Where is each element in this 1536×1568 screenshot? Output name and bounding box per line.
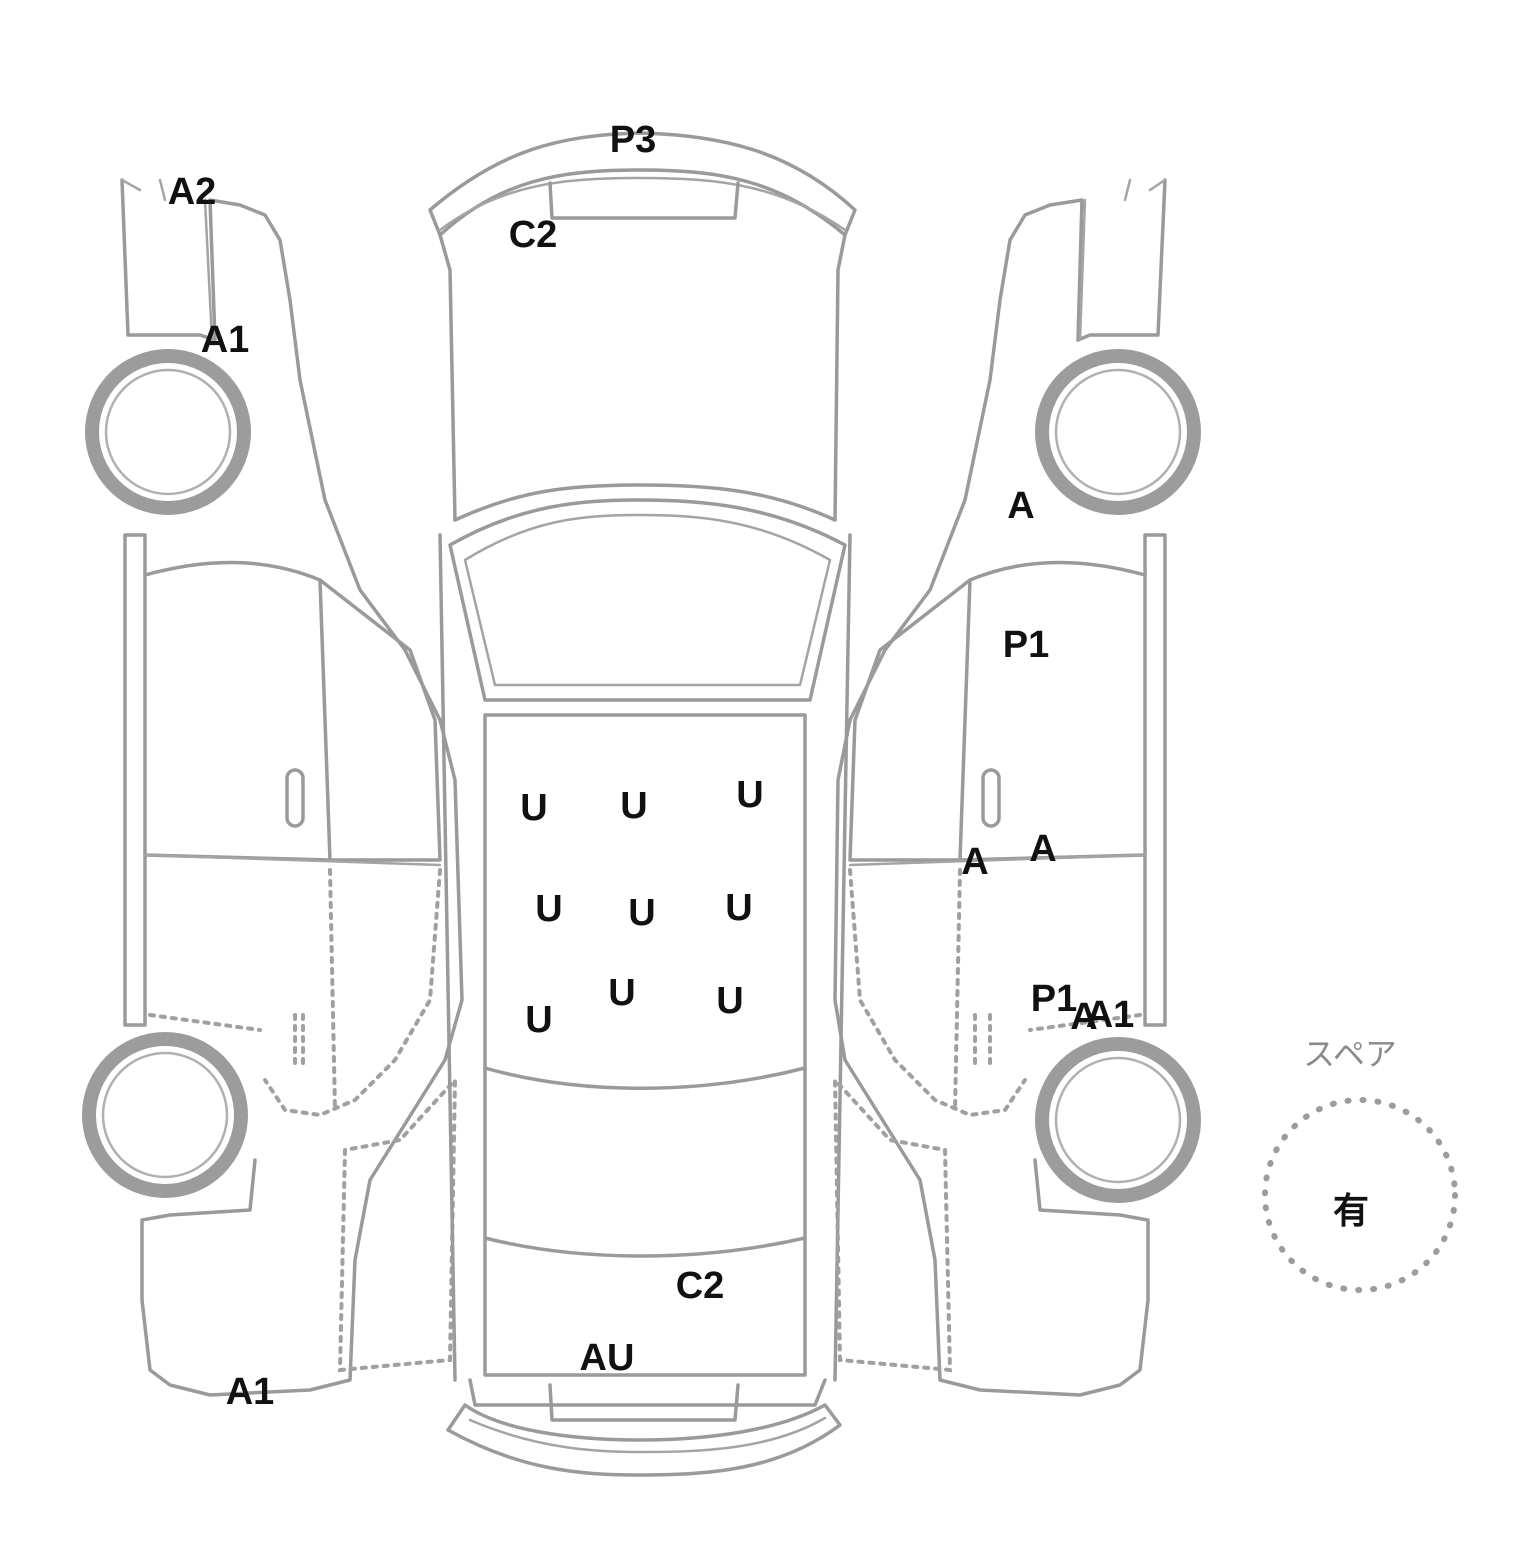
mark-front-bumper: P3 — [609, 119, 657, 161]
spare-tire-ring — [1262, 1097, 1458, 1293]
mark-left-front-corner: A2 — [167, 171, 217, 213]
mark-right-front-door: P1 — [1002, 624, 1050, 666]
mark-roof-2: U — [620, 785, 648, 827]
right-side-view — [832, 178, 1201, 1397]
mark-trunk: C2 — [675, 1265, 725, 1307]
mark-front-grille: C2 — [508, 214, 558, 256]
mark-rear-bumper: AU — [579, 1337, 635, 1379]
mark-right-rear-door: P1 — [1030, 978, 1078, 1020]
mark-roof-4: U — [535, 888, 563, 930]
mark-left-front-fender: A1 — [200, 319, 250, 361]
mark-roof-9: U — [525, 999, 553, 1041]
spare-label: スペア — [1303, 1036, 1397, 1072]
mark-right-rear-a: A — [1070, 996, 1098, 1038]
left-side-view — [82, 178, 464, 1397]
mark-right-front-door-low-2: A — [1029, 828, 1057, 870]
mark-roof-1: U — [520, 787, 548, 829]
mark-right-rear-a1: A1 — [1085, 994, 1135, 1036]
mark-roof-3: U — [736, 774, 764, 816]
mark-roof-7: U — [608, 972, 636, 1014]
mark-roof-6: U — [725, 887, 753, 929]
mark-right-front-fender: A — [1007, 485, 1035, 527]
mark-roof-5: U — [628, 892, 656, 934]
mark-roof-8: U — [716, 980, 744, 1022]
spare-value: 有 — [1332, 1190, 1370, 1231]
mark-left-rear-corner: A1 — [225, 1371, 275, 1413]
mark-right-front-door-low-1: A — [961, 841, 989, 883]
